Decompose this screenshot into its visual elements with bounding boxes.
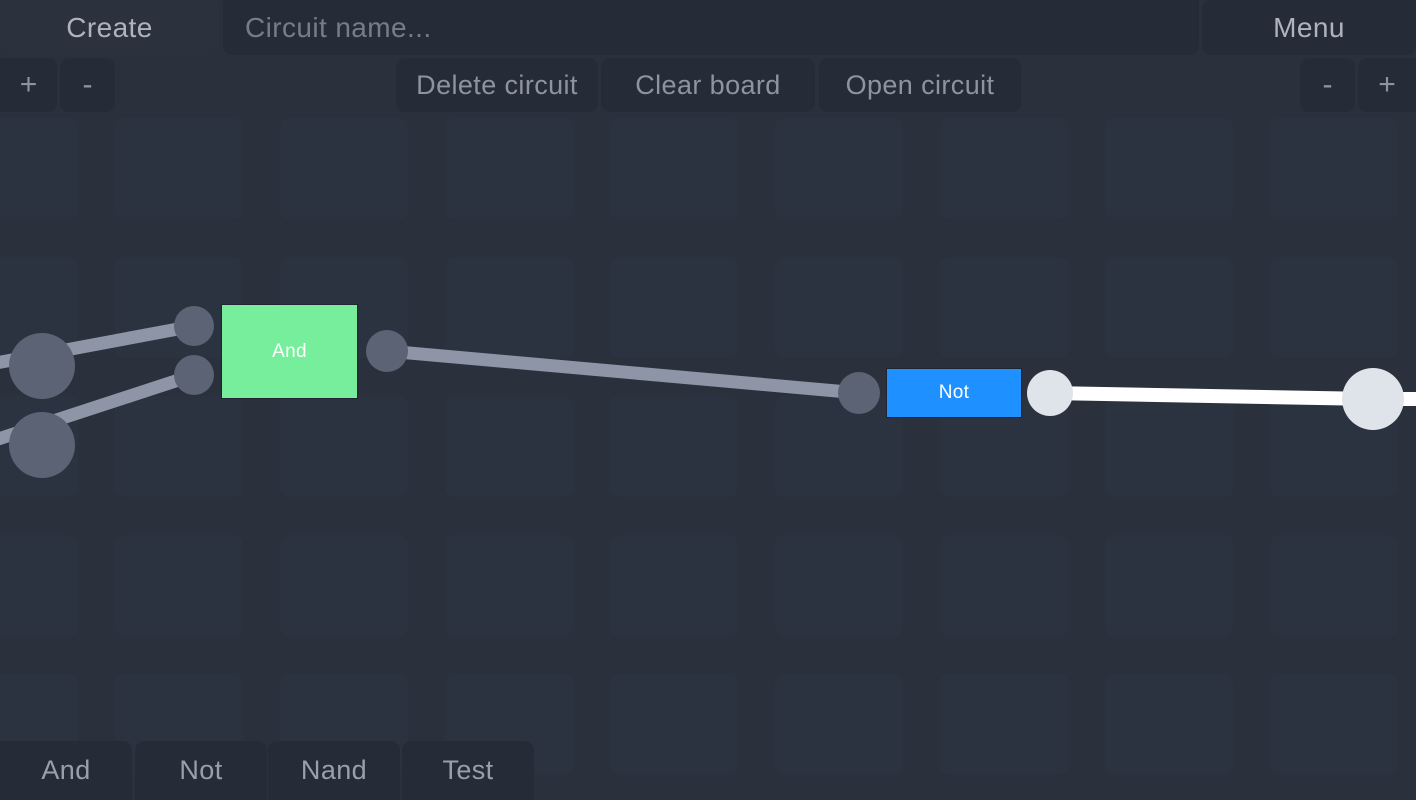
node-and-input-top[interactable] — [174, 306, 214, 346]
grid-cell — [610, 396, 738, 497]
node-and-output[interactable] — [366, 330, 408, 372]
grid-cell — [610, 674, 738, 775]
gate-not[interactable]: Not — [887, 369, 1021, 417]
gate-label: Not — [938, 382, 970, 403]
grid-cell — [115, 118, 243, 219]
gate-label: And — [272, 340, 307, 362]
grid-cell — [0, 535, 78, 636]
grid-cell — [775, 535, 903, 636]
grid-cell — [1105, 396, 1233, 497]
grid-cell — [445, 257, 573, 358]
grid-cell — [1270, 535, 1398, 636]
grid-cell — [445, 118, 573, 219]
grid-cell — [775, 396, 903, 497]
grid-cell — [940, 118, 1068, 219]
node-input-a[interactable] — [9, 333, 75, 399]
grid-cell — [775, 257, 903, 358]
grid-cell — [115, 396, 243, 497]
clear-board-button[interactable]: Clear board — [601, 58, 815, 112]
node-input-b[interactable] — [9, 412, 75, 478]
zoom-in-left-button[interactable]: + — [0, 58, 57, 112]
zoom-in-right-button[interactable]: + — [1358, 58, 1416, 112]
circuit-name-input[interactable] — [223, 0, 1199, 55]
grid-cell — [610, 535, 738, 636]
zoom-out-right-button[interactable]: - — [1300, 58, 1355, 112]
grid-cell — [280, 396, 408, 497]
palette-item-and[interactable]: And — [0, 741, 132, 800]
grid-cell — [610, 118, 738, 219]
grid-cell — [775, 674, 903, 775]
grid-cell — [0, 118, 78, 219]
node-not-input[interactable] — [838, 372, 880, 414]
grid-cell — [940, 674, 1068, 775]
grid-cell — [280, 535, 408, 636]
grid-cell — [115, 535, 243, 636]
node-output-final[interactable] — [1342, 368, 1404, 430]
node-not-output[interactable] — [1027, 370, 1073, 416]
grid-cell — [1105, 257, 1233, 358]
delete-circuit-button[interactable]: Delete circuit — [396, 58, 598, 112]
grid-cell — [1105, 535, 1233, 636]
grid-cell — [775, 118, 903, 219]
node-and-input-bottom[interactable] — [174, 355, 214, 395]
grid-cell — [940, 257, 1068, 358]
gate-and[interactable]: And — [222, 305, 357, 398]
zoom-out-left-button[interactable]: - — [60, 58, 115, 112]
grid-cell — [1270, 118, 1398, 219]
menu-button[interactable]: Menu — [1202, 0, 1416, 55]
palette-item-test[interactable]: Test — [402, 741, 534, 800]
grid-cell — [445, 396, 573, 497]
grid-cell — [280, 118, 408, 219]
grid-cell — [1270, 257, 1398, 358]
grid-cell — [610, 257, 738, 358]
palette-item-nand[interactable]: Nand — [268, 741, 400, 800]
grid-cell — [1270, 674, 1398, 775]
create-button[interactable]: Create — [0, 0, 219, 55]
grid-cell — [1105, 118, 1233, 219]
grid-cell — [445, 535, 573, 636]
open-circuit-button[interactable]: Open circuit — [819, 58, 1021, 112]
palette-item-not[interactable]: Not — [135, 741, 267, 800]
grid-cell — [940, 535, 1068, 636]
grid-cell — [1105, 674, 1233, 775]
